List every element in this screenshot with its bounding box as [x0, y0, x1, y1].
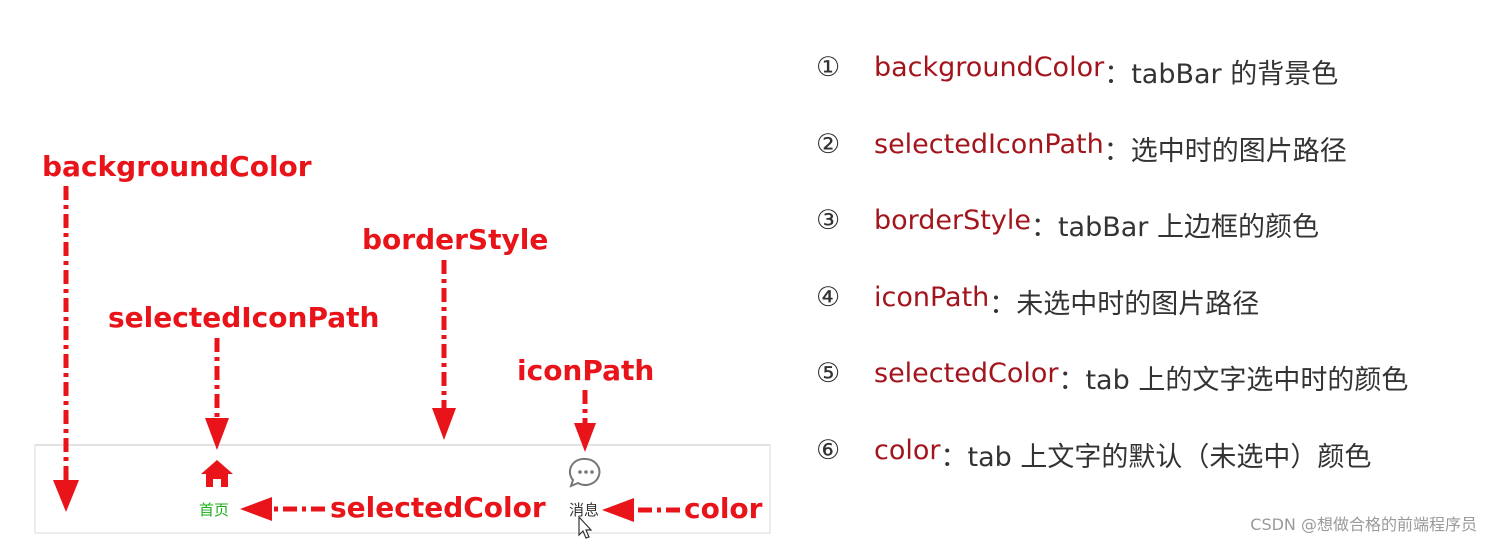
arrow-selected-color-head [240, 497, 272, 521]
legend-number: ④ [816, 281, 841, 313]
tab-message-label: 消息 [569, 501, 599, 519]
tabbar-diagram: 首页 消息 backgroundColor borderStyle select… [34, 150, 771, 539]
legend-property: iconPath [874, 281, 990, 313]
legend-separator: ： [940, 441, 968, 473]
legend-item-icon-path: ④ iconPath ： 未选中时的图片路径 [816, 282, 1408, 359]
legend-property: selectedColor [874, 358, 1059, 389]
legend-description: tabBar 的背景色 [1131, 59, 1339, 90]
legend-property: selectedIconPath [874, 128, 1104, 160]
legend-number: ② [816, 128, 841, 160]
callout-selected-color: selectedColor [330, 491, 546, 524]
callout-border-style: borderStyle [362, 223, 548, 256]
legend-description: tab 上的文字选中时的颜色 [1085, 365, 1409, 396]
tab-home[interactable]: 首页 [199, 460, 233, 519]
callout-icon-path: iconPath [517, 354, 654, 387]
home-icon [201, 460, 233, 487]
legend-number: ① [816, 52, 841, 83]
message-icon [568, 457, 601, 488]
legend-description: tabBar 上边框的颜色 [1057, 212, 1319, 243]
legend-separator: ： [989, 288, 1017, 320]
legend-property: backgroundColor [874, 52, 1105, 83]
callout-color: color [684, 492, 763, 525]
callout-background-color: backgroundColor [42, 150, 312, 183]
tabbar-frame [34, 444, 771, 534]
property-legend: ① backgroundColor ： tabBar 的背景色 ② select… [816, 52, 1408, 511]
legend-description: tab 上文字的默认（未选中）颜色 [967, 441, 1372, 473]
legend-property: color [874, 434, 941, 466]
arrow-background-color-head [53, 480, 79, 512]
legend-property: borderStyle [874, 205, 1031, 236]
legend-item-border-style: ③ borderStyle ： tabBar 上边框的颜色 [816, 205, 1408, 282]
legend-item-background-color: ① backgroundColor ： tabBar 的背景色 [816, 52, 1408, 129]
arrow-selected-icon-path-head [205, 418, 229, 450]
legend-number: ③ [816, 205, 841, 236]
callout-selected-icon-path: selectedIconPath [108, 301, 379, 334]
legend-separator: ： [1104, 59, 1132, 90]
legend-separator: ： [1058, 365, 1086, 396]
legend-separator: ： [1030, 212, 1058, 243]
watermark: CSDN @想做合格的前端程序员 [1250, 515, 1477, 534]
arrow-color-head [602, 498, 634, 522]
legend-number: ⑥ [816, 434, 841, 466]
tab-home-label: 首页 [199, 501, 229, 519]
legend-item-selected-color: ⑤ selectedColor ： tab 上的文字选中时的颜色 [816, 358, 1408, 435]
cursor-icon [578, 515, 593, 539]
arrow-border-style-head [432, 408, 456, 440]
tab-message[interactable]: 消息 [568, 457, 601, 519]
legend-item-selected-icon-path: ② selectedIconPath ： 选中时的图片路径 [816, 129, 1408, 206]
arrow-icon-path-head [574, 423, 596, 452]
legend-separator: ： [1103, 135, 1131, 167]
legend-number: ⑤ [816, 358, 841, 389]
legend-description: 未选中时的图片路径 [1016, 288, 1260, 320]
legend-description: 选中时的图片路径 [1130, 135, 1347, 167]
legend-item-color: ⑥ color ： tab 上文字的默认（未选中）颜色 [816, 435, 1408, 512]
